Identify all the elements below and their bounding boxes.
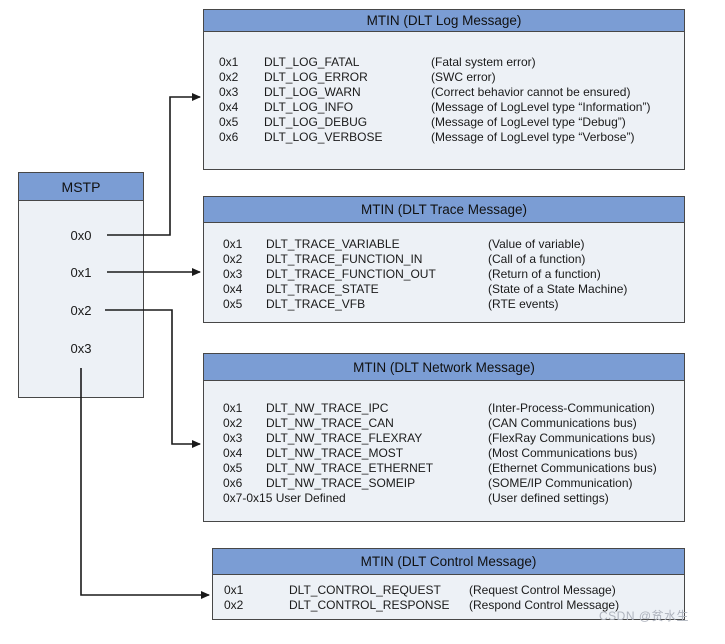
mtin-desc: (FlexRay Communications bus): [488, 431, 656, 445]
mtin-desc: (Most Communications bus): [488, 446, 638, 460]
mtin-control-title: MTIN (DLT Control Message): [213, 549, 684, 575]
mtin-code: 0x6: [219, 130, 239, 144]
mtin-name: DLT_CONTROL_REQUEST: [289, 583, 441, 597]
table-row: 0x2 DLT_LOG_ERROR (SWC error): [204, 70, 684, 85]
mtin-log-table: MTIN (DLT Log Message) 0x1 DLT_LOG_FATAL…: [203, 9, 685, 170]
mtin-desc: (SOME/IP Communication): [488, 476, 633, 490]
table-row: 0x4 DLT_TRACE_STATE (State of a State Ma…: [204, 282, 684, 297]
table-row: 0x1 DLT_LOG_FATAL (Fatal system error): [204, 55, 684, 70]
table-row: 0x6 DLT_LOG_VERBOSE (Message of LogLevel…: [204, 130, 684, 145]
table-row: 0x4 DLT_LOG_INFO (Message of LogLevel ty…: [204, 100, 684, 115]
mtin-code: 0x2: [219, 70, 239, 84]
mtin-name: DLT_LOG_FATAL: [264, 55, 360, 69]
mstp-value-0x2: 0x2: [70, 303, 92, 318]
mtin-desc: (Message of LogLevel type “Information”): [431, 100, 651, 114]
table-row: 0x7-0x15 User Defined (User defined sett…: [204, 491, 684, 506]
mtin-desc: (State of a State Machine): [488, 282, 628, 296]
mtin-desc: (Value of variable): [488, 237, 585, 251]
mtin-code: 0x4: [223, 446, 243, 460]
mtin-log-title: MTIN (DLT Log Message): [204, 10, 684, 32]
table-row: 0x6 DLT_NW_TRACE_SOMEIP (SOME/IP Communi…: [204, 476, 684, 491]
mtin-desc: (SWC error): [431, 70, 496, 84]
mtin-name: DLT_LOG_INFO: [264, 100, 354, 114]
mtin-code: 0x3: [219, 85, 239, 99]
mtin-desc: (Return of a function): [488, 267, 601, 281]
mtin-name: DLT_LOG_WARN: [264, 85, 361, 99]
mtin-name: DLT_CONTROL_RESPONSE: [289, 598, 450, 612]
table-row: 0x1 DLT_TRACE_VARIABLE (Value of variabl…: [204, 237, 684, 252]
mtin-code: 0x1: [219, 55, 239, 69]
mtin-name: DLT_NW_TRACE_MOST: [266, 446, 404, 460]
mtin-name: DLT_NW_TRACE_SOMEIP: [266, 476, 416, 490]
mtin-code: 0x3: [223, 431, 243, 445]
mtin-desc: (Call of a function): [488, 252, 586, 266]
mstp-value-0x0: 0x0: [70, 228, 92, 243]
table-row: 0x5 DLT_TRACE_VFB (RTE events): [204, 297, 684, 312]
table-row: 0x2 DLT_CONTROL_RESPONSE (Respond Contro…: [213, 598, 684, 613]
mtin-desc: (Message of LogLevel type “Debug”): [431, 115, 626, 129]
mtin-code: 0x1: [224, 583, 244, 597]
mtin-desc: (Fatal system error): [431, 55, 536, 69]
mtin-desc: (Request Control Message): [469, 583, 616, 597]
mtin-network-rows: 0x1 DLT_NW_TRACE_IPC (Inter-Process-Comm…: [204, 401, 684, 506]
mtin-code: 0x1: [223, 401, 243, 415]
mtin-name: DLT_TRACE_VARIABLE: [266, 237, 400, 251]
mtin-name: DLT_NW_TRACE_IPC: [266, 401, 389, 415]
mtin-desc: (Correct behavior cannot be ensured): [431, 85, 631, 99]
mtin-code: 0x5: [223, 297, 243, 311]
mtin-code: 0x2: [223, 416, 243, 430]
table-row: 0x4 DLT_NW_TRACE_MOST (Most Communicatio…: [204, 446, 684, 461]
mtin-trace-table: MTIN (DLT Trace Message) 0x1 DLT_TRACE_V…: [203, 196, 685, 323]
mtin-trace-title: MTIN (DLT Trace Message): [204, 197, 684, 223]
table-row: 0x2 DLT_TRACE_FUNCTION_IN (Call of a fun…: [204, 252, 684, 267]
table-row: 0x5 DLT_NW_TRACE_ETHERNET (Ethernet Comm…: [204, 461, 684, 476]
mtin-name: DLT_LOG_VERBOSE: [264, 130, 383, 144]
mtin-code: 0x5: [219, 115, 239, 129]
mtin-desc: (RTE events): [488, 297, 559, 311]
mtin-desc: (Respond Control Message): [469, 598, 620, 612]
mtin-name: DLT_NW_TRACE_ETHERNET: [266, 461, 434, 475]
mtin-code: 0x2: [224, 598, 244, 612]
mtin-control-table: MTIN (DLT Control Message) 0x1 DLT_CONTR…: [212, 548, 685, 620]
mtin-desc: (Inter-Process-Communication): [488, 401, 655, 415]
mtin-name: DLT_NW_TRACE_CAN: [266, 416, 394, 430]
mtin-name: DLT_LOG_ERROR: [264, 70, 368, 84]
mtin-code: 0x1: [223, 237, 243, 251]
mtin-name: DLT_TRACE_STATE: [266, 282, 379, 296]
csdn-watermark: CSDN @贫水生: [599, 609, 690, 623]
table-row: 0x2 DLT_NW_TRACE_CAN (CAN Communications…: [204, 416, 684, 431]
mtin-name: DLT_NW_TRACE_FLEXRAY: [266, 431, 423, 445]
mtin-name: DLT_TRACE_FUNCTION_IN: [266, 252, 423, 266]
mtin-trace-rows: 0x1 DLT_TRACE_VARIABLE (Value of variabl…: [204, 237, 684, 312]
table-row: 0x3 DLT_TRACE_FUNCTION_OUT (Return of a …: [204, 267, 684, 282]
mtin-code: 0x3: [223, 267, 243, 281]
table-row: 0x1 DLT_NW_TRACE_IPC (Inter-Process-Comm…: [204, 401, 684, 416]
mtin-name: DLT_TRACE_FUNCTION_OUT: [266, 267, 436, 281]
mtin-code: 0x4: [219, 100, 239, 114]
table-row: 0x5 DLT_LOG_DEBUG (Message of LogLevel t…: [204, 115, 684, 130]
arrow-0x3-to-control-icon: [80, 368, 210, 599]
mstp-box: MSTP 0x0 0x1 0x2 0x3: [18, 172, 144, 398]
mtin-desc: (Message of LogLevel type “Verbose”): [431, 130, 635, 144]
mtin-code: 0x6: [223, 476, 243, 490]
mtin-control-rows: 0x1 DLT_CONTROL_REQUEST (Request Control…: [213, 583, 684, 613]
mtin-code: 0x2: [223, 252, 243, 266]
mtin-code-range: 0x7-0x15 User Defined: [223, 491, 346, 505]
mtin-name: DLT_LOG_DEBUG: [264, 115, 368, 129]
mtin-desc: (Ethernet Communications bus): [488, 461, 657, 475]
mtin-desc: (User defined settings): [488, 491, 609, 505]
table-row: 0x3 DLT_NW_TRACE_FLEXRAY (FlexRay Commun…: [204, 431, 684, 446]
mstp-value-0x3: 0x3: [70, 341, 92, 356]
table-row: 0x1 DLT_CONTROL_REQUEST (Request Control…: [213, 583, 684, 598]
mstp-box-title: MSTP: [19, 173, 143, 201]
mtin-desc: (CAN Communications bus): [488, 416, 637, 430]
mtin-code: 0x4: [223, 282, 243, 296]
mtin-log-rows: 0x1 DLT_LOG_FATAL (Fatal system error) 0…: [204, 55, 684, 145]
mtin-name: DLT_TRACE_VFB: [266, 297, 366, 311]
mstp-value-0x1: 0x1: [70, 265, 92, 280]
mtin-code: 0x5: [223, 461, 243, 475]
mtin-network-table: MTIN (DLT Network Message) 0x1 DLT_NW_TR…: [203, 353, 685, 522]
mtin-network-title: MTIN (DLT Network Message): [204, 354, 684, 381]
table-row: 0x3 DLT_LOG_WARN (Correct behavior canno…: [204, 85, 684, 100]
